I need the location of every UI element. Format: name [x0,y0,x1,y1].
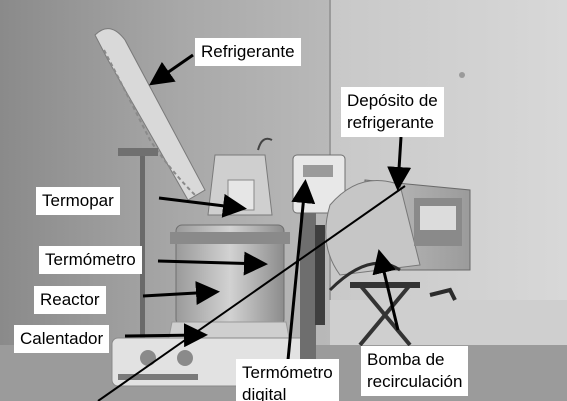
label-refrigerante: Refrigerante [195,38,301,66]
label-calentador: Calentador [14,325,110,353]
label-bomba-line1: Bomba de [367,350,445,369]
label-termometro-digital-line2: digital [242,385,287,401]
label-deposito-line2: refrigerante [347,113,434,132]
label-reactor: Reactor [34,286,106,314]
label-termopar: Termopar [36,187,120,215]
label-termometro-digital: Termómetro digital [236,359,339,401]
label-termometro: Termómetro [39,246,142,274]
label-deposito-line1: Depósito de [347,91,438,110]
label-bomba-de-recirculacion: Bomba de recirculación [361,346,469,396]
label-bomba-line2: recirculación [367,372,463,391]
label-termometro-digital-line1: Termómetro [242,363,333,382]
label-deposito-de-refrigerante: Depósito de refrigerante [341,87,444,137]
